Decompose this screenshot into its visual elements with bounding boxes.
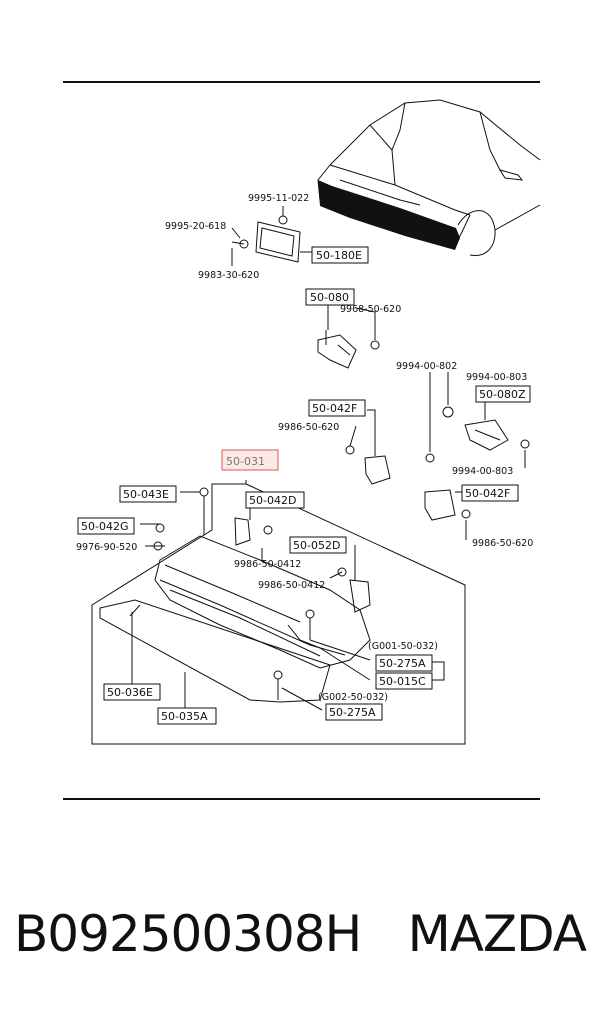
- bumper-assembly: [99, 487, 445, 711]
- label-50-052d: 50-052D: [293, 539, 340, 552]
- license-bracket: [231, 206, 312, 266]
- hood-latch-z: [425, 372, 530, 468]
- bracket-042f-mid: [345, 409, 391, 485]
- label-9986-50-620-right: 9986-50-620: [472, 538, 533, 549]
- label-9976-90-520: 9976-90-520: [76, 542, 137, 553]
- label-50-015c: 50-015C: [379, 675, 426, 688]
- label-50-031: 50-031: [226, 455, 265, 468]
- label-50-080: 50-080: [310, 291, 349, 304]
- label-9994-00-803-bottom: 9994-00-803: [452, 466, 513, 477]
- label-50-042f-mid: 50-042F: [312, 402, 357, 415]
- bracket-042f-right: [424, 489, 471, 540]
- label-g002: (G002-50-032): [318, 692, 388, 703]
- label-50-042g: 50-042G: [81, 520, 129, 533]
- label-50-036e: 50-036E: [107, 686, 153, 699]
- label-9983-30-620: 9983-30-620: [198, 270, 259, 281]
- label-9995-11-022: 9995-11-022: [248, 193, 309, 204]
- label-9986-50-0412-right: 9986-50-0412: [258, 580, 325, 591]
- label-9994-00-802: 9994-00-802: [396, 361, 457, 372]
- label-50-042f-right: 50-042F: [465, 487, 510, 500]
- label-50-043e: 50-043E: [123, 488, 169, 501]
- highlight-box: [221, 449, 279, 471]
- label-9994-00-803-top: 9994-00-803: [466, 372, 527, 383]
- label-9995-20-618: 9995-20-618: [165, 221, 226, 232]
- label-50-275a-top: 50-275A: [379, 657, 426, 670]
- label-9986-50-0412-left: 9986-50-0412: [234, 559, 301, 570]
- bumper-frame: [91, 480, 466, 745]
- brand-name: MAZDA: [407, 905, 587, 963]
- footer: B092500308H MAZDA: [0, 905, 600, 985]
- label-9968-50-620: 9968-50-620: [340, 304, 401, 315]
- label-g001: (G001-50-032): [368, 641, 438, 652]
- label-9986-50-620-mid: 9986-50-620: [278, 422, 339, 433]
- hood-latch: [317, 302, 380, 369]
- label-50-035a: 50-035A: [161, 710, 208, 723]
- part-number: B092500308H: [14, 905, 362, 963]
- car-illustration: [317, 99, 541, 257]
- label-50-275a-bottom: 50-275A: [329, 706, 376, 719]
- label-50-042d: 50-042D: [249, 494, 296, 507]
- label-50-180e: 50-180E: [316, 249, 362, 262]
- label-50-080z: 50-080Z: [479, 388, 526, 401]
- parts-diagram: 9995-11-022 9995-20-618 9983-30-620 50-1…: [63, 81, 541, 800]
